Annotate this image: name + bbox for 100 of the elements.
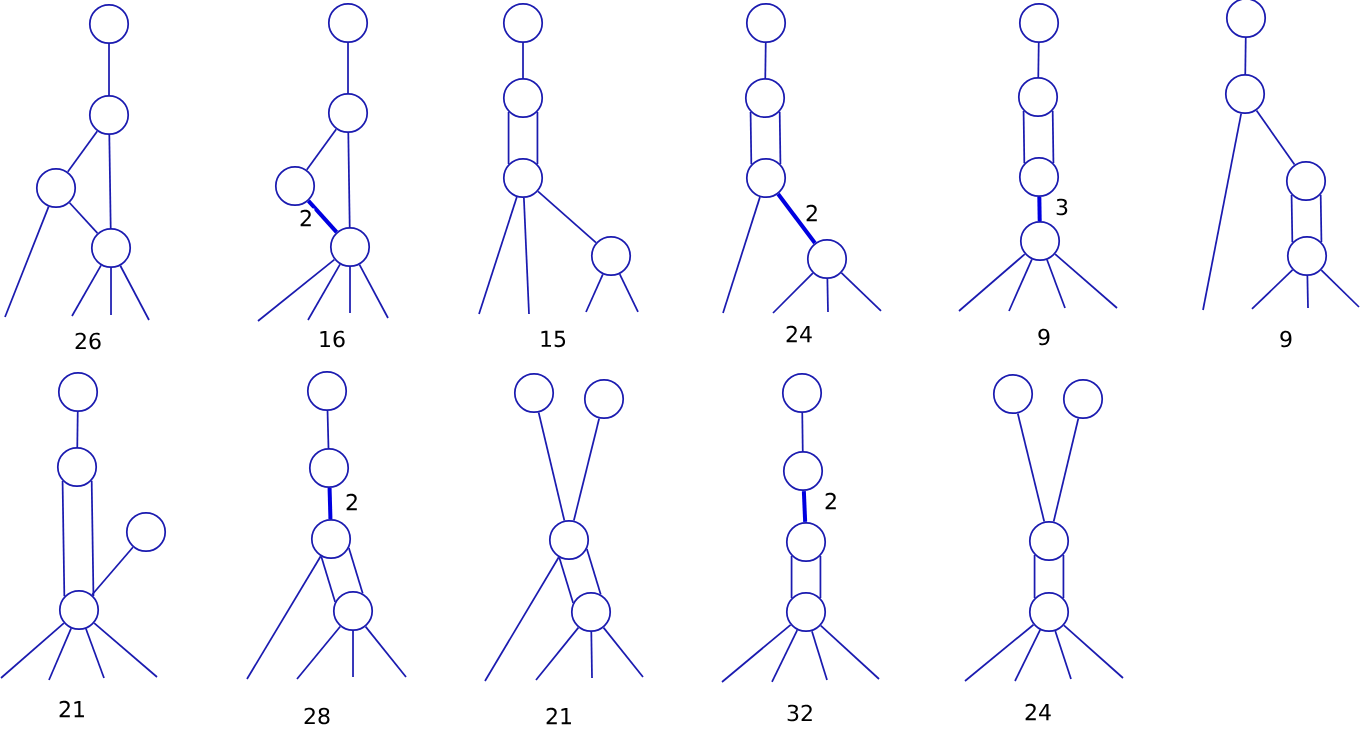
- edge-line: [507, 111, 510, 165]
- leg-line: [110, 267, 112, 316]
- vertex-circle: [548, 519, 590, 561]
- vertex-circle: [327, 92, 369, 134]
- edge-line: [537, 411, 566, 522]
- edge-line: [778, 110, 782, 165]
- leg-line: [585, 273, 604, 313]
- leg-line: [358, 263, 389, 319]
- graph-number: 21: [546, 707, 571, 725]
- edge-line: [790, 555, 793, 599]
- vertex-circle: [513, 372, 555, 414]
- edge-line: [61, 480, 66, 598]
- edge-line: [91, 546, 134, 596]
- leg-line: [48, 627, 72, 681]
- vertex-circle: [502, 77, 544, 119]
- edge-line: [1051, 109, 1055, 164]
- vertex-circle: [90, 227, 132, 269]
- leg-line: [771, 629, 799, 683]
- edge-line: [76, 411, 79, 448]
- edge-line: [108, 134, 112, 229]
- leg-line: [1008, 258, 1033, 312]
- graph-number: 9: [1038, 328, 1050, 346]
- edge-line: [1319, 193, 1323, 243]
- edge-line: [801, 490, 808, 523]
- edge-line: [819, 555, 822, 599]
- vertex-circle: [744, 77, 786, 119]
- edge-line: [522, 42, 524, 79]
- edge-label: 2: [822, 491, 840, 511]
- vertex-circle: [806, 238, 848, 280]
- edge-line: [1244, 37, 1247, 75]
- vertex-circle: [1018, 2, 1060, 44]
- vertex-circle: [502, 2, 544, 44]
- graph-number: 16: [320, 330, 345, 348]
- vertex-circle: [782, 450, 824, 492]
- graph-number: 15: [541, 330, 566, 348]
- leg-line: [71, 264, 102, 317]
- leg-line: [1014, 629, 1041, 682]
- graph-number: 9: [1280, 330, 1292, 348]
- leg-line: [826, 278, 829, 313]
- edge-line: [1052, 417, 1080, 523]
- leg-line: [602, 626, 644, 678]
- graph-number: 24: [786, 325, 812, 343]
- leg-line: [523, 197, 530, 315]
- leg-line: [535, 626, 580, 681]
- edge-line: [68, 201, 99, 235]
- edge-label: 2: [803, 203, 821, 223]
- edge-line: [1290, 194, 1294, 244]
- leg-line: [1306, 275, 1309, 309]
- leg-line: [0, 622, 65, 679]
- vertex-circle: [58, 589, 100, 631]
- leg-line: [1054, 253, 1118, 309]
- edge-line: [1022, 110, 1026, 165]
- leg-line: [296, 625, 342, 680]
- graph-number: 26: [75, 332, 101, 350]
- vertex-circle: [583, 378, 625, 420]
- vertex-circle: [1017, 76, 1059, 118]
- edge-line: [1255, 109, 1296, 166]
- edge-line: [586, 548, 602, 596]
- vertex-circle: [1286, 235, 1328, 277]
- edge-line: [66, 130, 99, 173]
- edge-line: [537, 190, 597, 244]
- vertex-circle: [1062, 378, 1104, 420]
- leg-line: [4, 205, 50, 318]
- vertex-circle: [306, 370, 348, 412]
- leg-line: [840, 272, 882, 312]
- leg-line: [478, 196, 518, 315]
- leg-line: [1202, 112, 1243, 311]
- graph-number: 32: [787, 704, 812, 722]
- vertex-circle: [332, 590, 374, 632]
- edge-line: [776, 192, 817, 245]
- leg-line: [1320, 269, 1360, 308]
- vertex-circle: [1018, 156, 1060, 198]
- edge-line: [347, 132, 351, 228]
- vertex-circle: [781, 372, 823, 414]
- edge-line: [327, 488, 333, 519]
- edge-line: [749, 111, 753, 166]
- vertex-circle: [745, 157, 787, 199]
- vertex-circle: [88, 94, 130, 136]
- edge-line: [1037, 42, 1040, 78]
- edge-line: [1033, 554, 1036, 599]
- vertex-circle: [1028, 591, 1070, 633]
- vertex-circle: [502, 157, 544, 199]
- edge-line: [572, 417, 601, 522]
- graph-number: 24: [1025, 703, 1051, 721]
- vertex-circle: [125, 511, 167, 553]
- edge-line: [558, 556, 574, 604]
- edge-line: [320, 555, 336, 603]
- edge-line: [1016, 412, 1046, 523]
- leg-line: [1251, 269, 1294, 310]
- vertex-circle: [35, 167, 77, 209]
- vertex-circle: [57, 371, 99, 413]
- leg-line: [958, 253, 1026, 312]
- edge-line: [1062, 554, 1065, 599]
- vertex-circle: [274, 165, 316, 207]
- edge-line: [348, 547, 364, 595]
- edge-line: [306, 199, 339, 234]
- leg-line: [93, 622, 158, 678]
- leg-line: [364, 625, 407, 678]
- vertex-circle: [1019, 220, 1061, 262]
- graph-number: 28: [304, 707, 330, 725]
